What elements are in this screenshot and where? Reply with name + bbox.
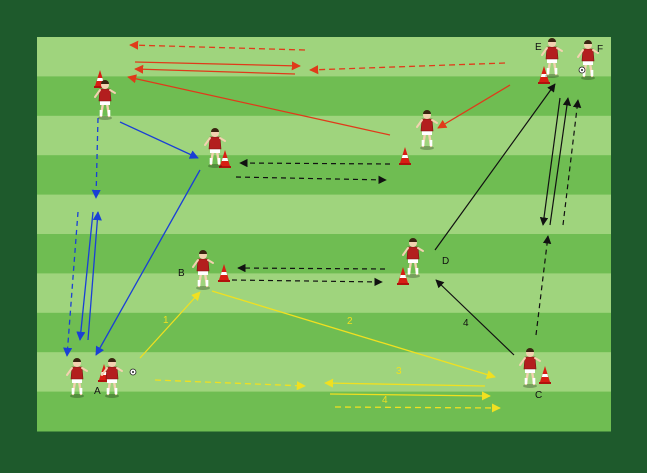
- yellow-arrow-4: [329, 391, 491, 401]
- black-dashed-up-lower: [535, 235, 552, 336]
- blue-dashed-down-upper: [91, 117, 101, 199]
- yellow-dashed-arrow-4: [334, 403, 501, 413]
- red-arrow-right: [134, 61, 301, 71]
- station-label-f: F: [597, 44, 603, 55]
- pass-numbers: 1 2 3 4 4: [163, 315, 469, 406]
- blue-dashed-down-lower: [63, 211, 79, 357]
- station-labels: A B C D E F: [94, 42, 603, 401]
- blue-arrows: [63, 117, 201, 357]
- red-dashed-arrow-top: [129, 40, 306, 51]
- black-dashed-right-lower: [231, 277, 383, 287]
- pass-number-1: 1: [163, 315, 169, 326]
- pitch-stripe: [37, 273, 611, 314]
- yellow-arrows: [139, 290, 501, 413]
- black-dashed-left-upper: [239, 158, 391, 168]
- pass-number-2: 2: [347, 316, 353, 327]
- pitch-stripe: [37, 234, 611, 274]
- blue-arrow-up: [87, 211, 102, 341]
- pitch-stripe: [37, 115, 611, 156]
- pitch-stripes: [37, 37, 611, 432]
- yellow-arrow-3: [324, 378, 486, 388]
- station-label-c: C: [535, 390, 542, 401]
- pass-number-4-black: 4: [463, 318, 469, 329]
- pitch-stripe: [37, 76, 611, 117]
- black-arrow-down-right: [539, 97, 561, 226]
- soccer-ball-icon: [129, 368, 137, 376]
- yellow-dashed-arrow-bottom: [154, 379, 306, 391]
- pitch-stripe: [37, 194, 611, 235]
- black-dashed-up-upper: [562, 99, 582, 226]
- station-label-b: B: [178, 268, 185, 279]
- pitch-stripe: [37, 391, 611, 432]
- red-arrow-from-e: [437, 84, 511, 129]
- blue-arrow-long: [95, 169, 201, 356]
- black-arrow-up-right: [549, 97, 572, 226]
- blue-arrow-to-second: [119, 121, 199, 159]
- yellow-arrow-1: [139, 291, 201, 359]
- station-label-d: D: [442, 256, 449, 267]
- black-dashed-right-upper: [235, 175, 387, 185]
- black-arrow-c-to-d: [435, 279, 515, 356]
- red-arrows: [127, 40, 511, 136]
- black-dashed-left-lower: [237, 263, 386, 273]
- pass-number-3: 3: [396, 366, 402, 377]
- yellow-arrow-2: [211, 290, 496, 379]
- red-arrow-left: [134, 64, 296, 75]
- pitch-stripe: [37, 155, 611, 196]
- black-arrows: [231, 83, 582, 356]
- blue-arrow-down: [76, 211, 94, 341]
- black-arrow-d-to-e: [434, 83, 556, 251]
- red-dashed-arrow-mid: [309, 62, 506, 75]
- pass-number-4-yellow: 4: [382, 395, 388, 406]
- pitch-stripe: [37, 312, 611, 353]
- red-arrow-diagonal: [127, 74, 391, 136]
- pitch-stripe: [37, 37, 611, 77]
- station-label-a: A: [94, 386, 101, 397]
- station-label-e: E: [535, 42, 542, 53]
- soccer-ball-icon: [578, 66, 586, 74]
